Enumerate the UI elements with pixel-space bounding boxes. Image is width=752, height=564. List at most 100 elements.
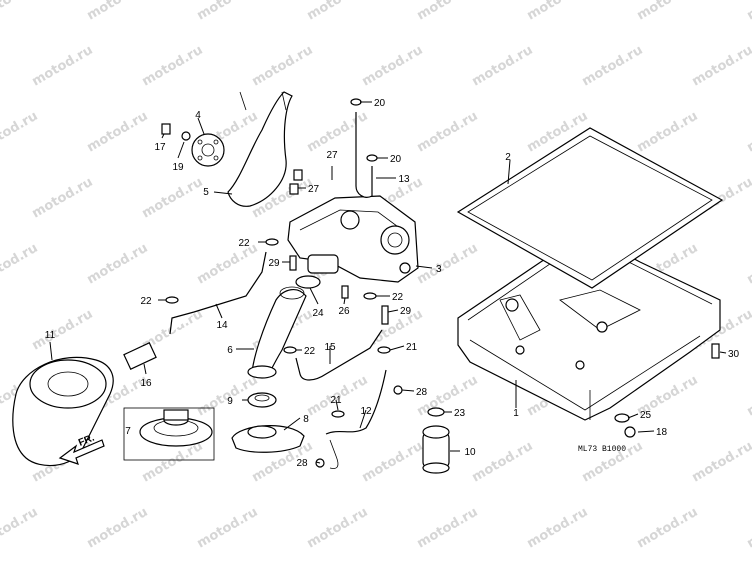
watermark-text: motod.ru — [30, 307, 96, 354]
watermark-text: motod.ru — [0, 505, 40, 552]
watermark-text: motod.ru — [415, 0, 481, 23]
callout-19: 19 — [172, 162, 184, 173]
callout-labels: 1 2 3 4 5 6 7 8 9 10 11 12 13 14 15 16 1… — [45, 98, 740, 469]
oil-pan — [457, 231, 721, 421]
callout-27b: 27 — [308, 184, 320, 195]
front-direction-arrow — [58, 439, 105, 465]
watermark-text: motod.ru — [140, 43, 206, 90]
callout-24: 24 — [312, 308, 324, 319]
filter-nipple — [123, 342, 157, 370]
callout-28a: 28 — [296, 458, 308, 469]
callout-29a: 29 — [268, 258, 280, 269]
watermark-text: motod.ru — [195, 0, 261, 23]
sprocket — [191, 133, 225, 167]
oil-filter — [12, 356, 114, 467]
diagram-code: ML73 B1000 — [578, 445, 626, 454]
callout-22c: 22 — [304, 346, 316, 357]
watermark-text: motod.ru — [745, 505, 752, 552]
callout-29b: 29 — [400, 306, 412, 317]
leader-lines — [49, 101, 727, 464]
callout-4: 4 — [195, 110, 201, 121]
callout-21b: 21 — [406, 342, 418, 353]
strainer-seal — [247, 392, 277, 408]
watermark-text: motod.ru — [745, 109, 752, 156]
callout-3: 3 — [436, 264, 442, 275]
watermark-text: motod.ru — [745, 241, 752, 288]
watermark-text: motod.ru — [85, 0, 151, 23]
callout-30: 30 — [728, 349, 740, 360]
callout-8: 8 — [303, 414, 309, 425]
callout-1: 1 — [513, 408, 519, 419]
oil-pipe-14 — [169, 251, 267, 335]
callout-26: 26 — [338, 306, 350, 317]
callout-13: 13 — [398, 174, 410, 185]
drive-chain — [227, 91, 293, 207]
oil-pipe-12 — [325, 369, 387, 435]
oil-pipe-13 — [355, 112, 373, 198]
watermark-text: motod.ru — [360, 439, 426, 486]
callout-22a: 22 — [238, 238, 250, 249]
watermark-text: motod.ru — [85, 109, 151, 156]
oil-strainer — [139, 409, 213, 447]
callout-21a: 21 — [330, 395, 342, 406]
callout-25: 25 — [640, 410, 652, 421]
callout-14: 14 — [216, 320, 228, 331]
oil-pump — [287, 195, 419, 283]
watermark-text: motod.ru — [0, 0, 40, 23]
callout-16: 16 — [140, 378, 152, 389]
watermark-text: motod.ru — [580, 43, 646, 90]
watermark-text: motod.ru — [415, 241, 481, 288]
callout-7: 7 — [125, 426, 131, 437]
callout-28b: 28 — [416, 387, 428, 398]
watermark-text: motod.ru — [0, 241, 40, 288]
relief-valve — [422, 425, 450, 474]
watermark-text: motod.ru — [470, 43, 536, 90]
strainer-plate — [231, 425, 305, 453]
callout-9: 9 — [227, 396, 233, 407]
watermark-text: motod.ru — [85, 241, 151, 288]
watermark-text: motod.ru — [690, 439, 752, 486]
watermark-text: motod.ru — [85, 505, 151, 552]
callout-15: 15 — [324, 342, 336, 353]
watermark-text: motod.ru — [635, 505, 701, 552]
fasteners — [161, 98, 720, 468]
oil-pipe-15 — [295, 329, 383, 381]
callout-23: 23 — [454, 408, 466, 419]
watermark-text: motod.ru — [305, 0, 371, 23]
callout-17: 17 — [154, 142, 166, 153]
callout-20a: 20 — [374, 98, 386, 109]
watermark-text: motod.ru — [745, 0, 752, 23]
watermark-text: motod.ru — [0, 109, 40, 156]
callout-11: 11 — [45, 330, 56, 341]
watermark-text: motod.ru — [305, 505, 371, 552]
callout-22b: 22 — [140, 296, 152, 307]
watermark-text: motod.ru — [470, 439, 536, 486]
watermark-text: motod.ru — [690, 43, 752, 90]
watermark-text: motod.ru — [745, 373, 752, 420]
watermark-text: motod.ru — [635, 109, 701, 156]
callout-20b: 20 — [390, 154, 402, 165]
callout-12: 12 — [360, 406, 372, 417]
callout-5: 5 — [203, 187, 209, 198]
oil-pan-gasket — [456, 127, 724, 289]
watermark-text: motod.ru — [30, 43, 96, 90]
callout-18: 18 — [656, 427, 668, 438]
callout-6: 6 — [227, 345, 233, 356]
watermark-text: motod.ru — [140, 175, 206, 222]
oil-strainer-pipe — [247, 286, 307, 379]
callout-10: 10 — [464, 447, 476, 458]
callout-27a: 27 — [326, 150, 338, 161]
watermark-text: motod.ru — [250, 43, 316, 90]
watermark-text: motod.ru — [415, 505, 481, 552]
callout-2: 2 — [505, 152, 511, 163]
watermark-text: motod.ru — [30, 175, 96, 222]
callout-22d: 22 — [392, 292, 404, 303]
oil-pipe-12-lower — [329, 439, 339, 469]
watermark-text: motod.ru — [525, 505, 591, 552]
watermark-text: motod.ru — [360, 43, 426, 90]
watermark-text: motod.ru — [525, 0, 591, 23]
watermark-text: motod.ru — [635, 0, 701, 23]
watermark-text: motod.ru — [415, 109, 481, 156]
